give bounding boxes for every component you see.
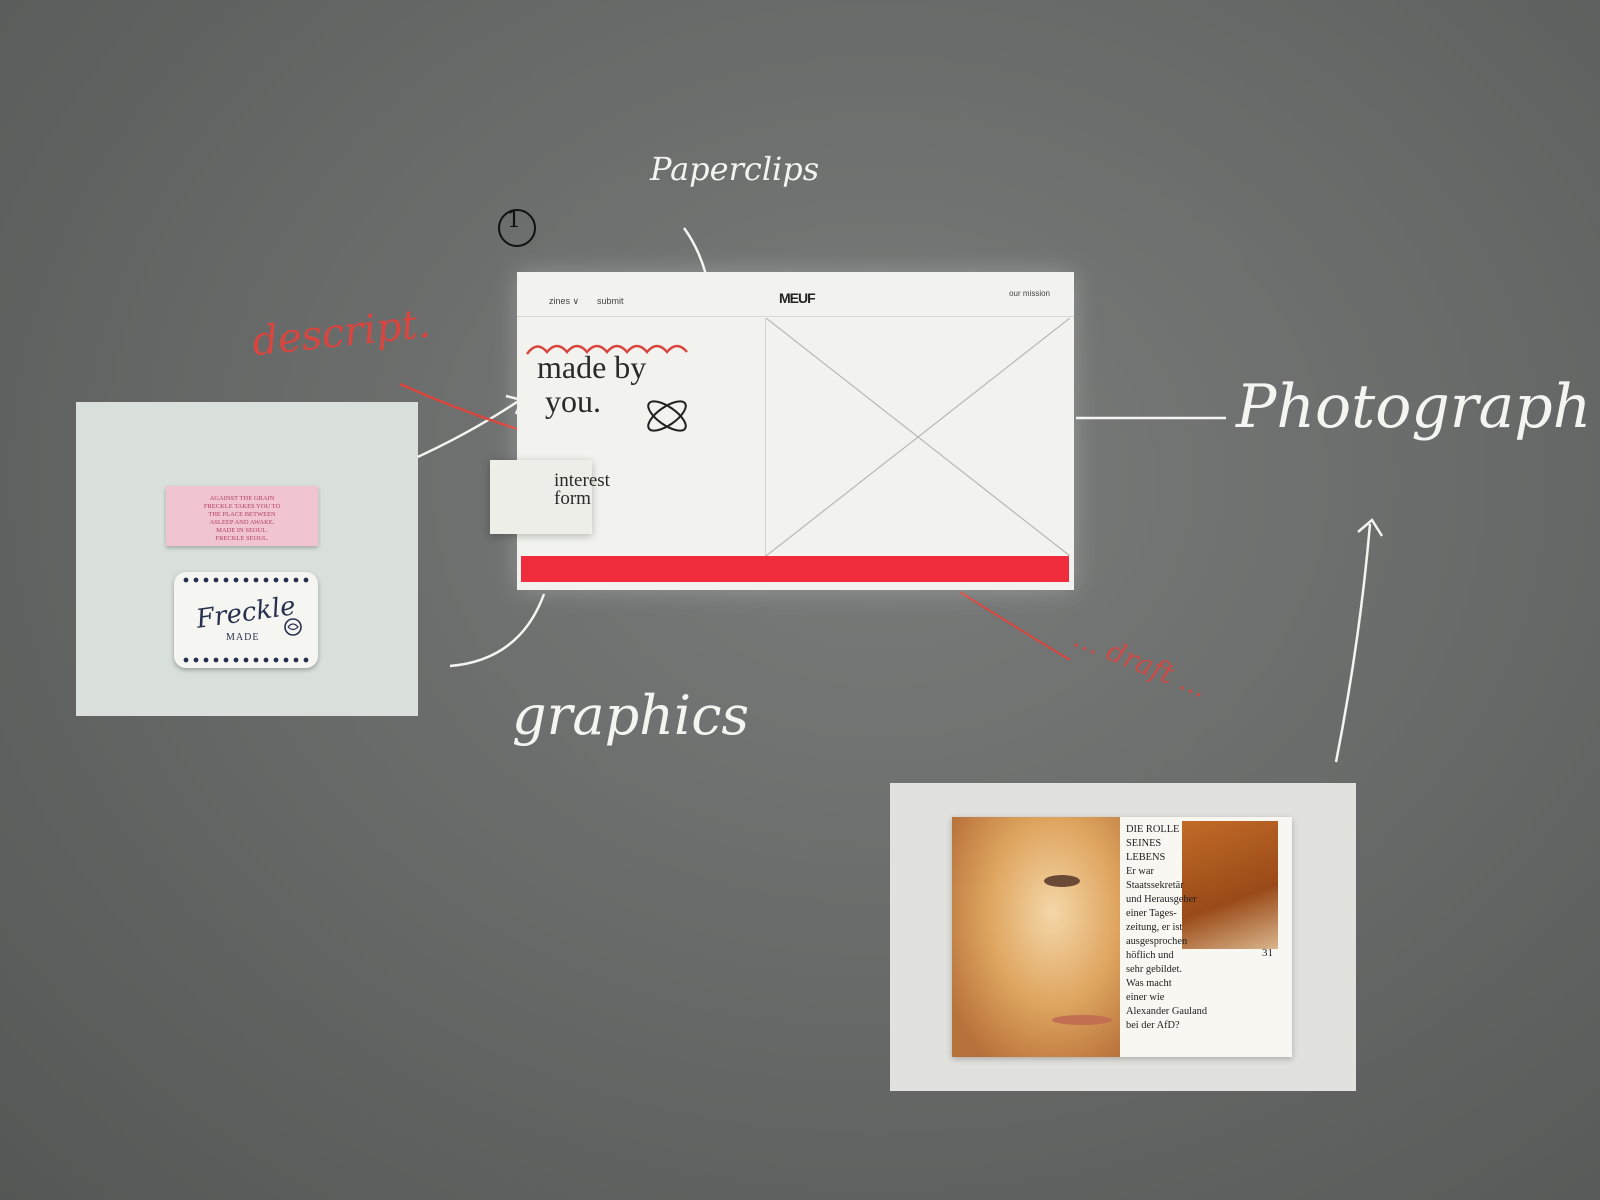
inset-interior-photo [1182,821,1278,949]
website-wireframe: zines ∨ submit MEUF our mission made by … [517,272,1074,590]
graphics-line [449,593,546,668]
nav-zines-link[interactable]: zines ∨ [549,296,580,306]
placeholder-cross [765,317,1071,557]
nav-mission-link[interactable]: our mission [1009,289,1050,298]
pink-woven-label: AGAINST THE GRAIN FRECKLE TAKES YOU TO T… [166,486,318,546]
interest-form-label[interactable]: interest form [554,470,610,509]
magazine-spread: DIE ROLLE SEINES LEBENS Er war Staatssek… [952,817,1292,1057]
red-note-line [959,591,1071,661]
annotation-number: 1 [507,208,521,233]
site-logo[interactable]: MEUF [779,290,816,306]
interest-form-wrapper: interest form [490,460,640,534]
magazine-article-text: DIE ROLLE SEINES LEBENS Er war Staatssek… [1126,824,1208,1031]
portrait-photo [952,817,1120,1057]
portrait-mouth [1052,1015,1112,1025]
magazine-page-number: 31 [1262,947,1273,959]
white-woven-label: Freckle MADE [174,572,318,668]
annotation-photograph: Photograph [1236,372,1592,442]
interest-form-card[interactable] [490,460,592,534]
annotation-paperclips: Paperclips [650,150,820,188]
number-circle [498,209,536,247]
photo-placeholder [765,317,1071,557]
photograph-arrow [1334,518,1384,763]
paperclips-icon [647,400,687,432]
footer-accent-bar [521,556,1069,582]
hero-headline: made by you. [537,349,647,419]
annotation-graphics: graphics [512,684,750,747]
pink-label-text: AGAINST THE GRAIN FRECKLE TAKES YOU TO T… [203,495,281,542]
wireframe-nav: zines ∨ submit MEUF our mission [517,272,1074,317]
portrait-eye [1044,875,1080,887]
label-made-text: MADE [226,632,260,643]
label-reference-card: AGAINST THE GRAIN FRECKLE TAKES YOU TO T… [76,402,418,716]
photo-reference-card: DIE ROLLE SEINES LEBENS Er war Staatssek… [890,783,1356,1091]
rose-icon [284,618,302,636]
label-border-dots [183,577,309,663]
nav-submit-link[interactable]: submit [597,296,624,306]
scallop-decoration [525,344,688,355]
